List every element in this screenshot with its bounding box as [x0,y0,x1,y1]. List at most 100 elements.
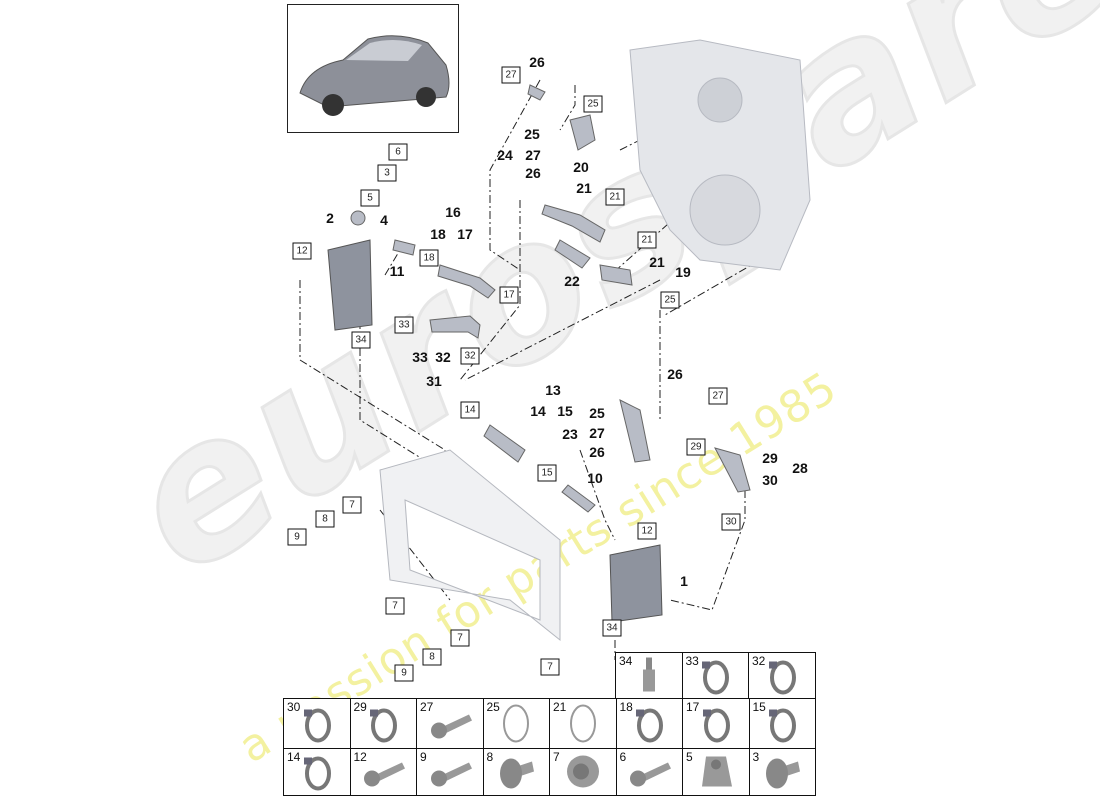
vehicle-thumbnail [287,4,459,133]
callout-number-11: 11 [389,263,405,279]
parts-grid-cell-33[interactable]: 33 [681,652,749,700]
callout-box-8: 8 [315,510,335,528]
callout-number-32: 32 [435,349,451,365]
screw-icon [358,755,408,794]
callout-number-21: 21 [649,254,665,270]
part-number: 6 [619,750,627,764]
callout-box-25: 25 [583,95,603,113]
callout-box-7: 7 [342,496,362,514]
callout-number-27: 27 [525,147,541,163]
callout-box-27: 27 [501,66,521,84]
parts-grid-cell-21[interactable]: 21 [549,698,617,749]
parts-grid-cell-25[interactable]: 25 [482,698,550,749]
parts-grid-cell-12[interactable]: 12 [349,748,417,796]
callout-number-21: 21 [576,180,592,196]
hose-clamp-icon [699,703,733,748]
callout-box-29: 29 [686,438,706,456]
parts-grid-cell-34[interactable]: 34 [615,652,683,699]
callout-box-12: 12 [292,242,312,260]
parts-grid-cell-6[interactable]: 6 [615,748,683,796]
part-number: 3 [752,750,760,764]
screw-icon [425,706,475,745]
nut-icon [563,752,603,797]
callout-number-26: 26 [529,54,545,70]
part-number: 5 [686,750,693,764]
parts-grid-cell-5[interactable]: 5 [682,748,750,796]
callout-number-1: 1 [680,573,688,589]
hose-clamp-icon [765,703,799,748]
callout-box-14: 14 [460,401,480,419]
callout-number-2: 2 [326,210,334,226]
callout-number-18: 18 [430,226,446,242]
parts-grid-cell-15[interactable]: 15 [748,698,816,749]
parts-grid-cell-8[interactable]: 8 [482,748,550,796]
parts-grid-cell-30[interactable]: 30 [283,698,351,749]
parts-grid-cell-9[interactable]: 9 [416,748,484,796]
rivet-icon [760,752,804,797]
callout-number-14: 14 [530,403,546,419]
engine-block [629,39,811,271]
part-number: 29 [353,700,367,714]
callout-box-7: 7 [385,597,405,615]
callout-number-27: 27 [589,425,605,441]
hose-clamp-icon [300,752,334,797]
part-number: 17 [686,700,700,714]
part-number: 9 [420,750,427,764]
callout-box-25: 25 [660,291,680,309]
part-number: 18 [619,700,633,714]
callout-box-8: 8 [422,648,442,666]
callout-number-25: 25 [524,126,540,142]
callout-box-34: 34 [602,619,622,637]
part-number: 30 [287,700,301,714]
callout-number-26: 26 [525,165,541,181]
callout-box-17: 17 [499,286,519,304]
callout-box-9: 9 [287,528,307,546]
callout-number-16: 16 [445,204,461,220]
callout-number-30: 30 [762,472,778,488]
screw-icon [624,755,674,794]
parts-grid-cell-32[interactable]: 32 [748,652,816,699]
callout-number-29: 29 [762,450,778,466]
part-number: 25 [486,700,500,714]
callout-number-10: 10 [587,470,603,486]
callout-number-15: 15 [557,403,573,419]
part-number: 8 [486,750,494,764]
callout-number-4: 4 [380,212,388,228]
part-number: 14 [287,750,301,764]
callout-box-30: 30 [721,513,741,531]
part-number: 27 [420,700,434,714]
callout-number-22: 22 [564,273,580,289]
callout-number-33: 33 [412,349,428,365]
part-number: 34 [619,654,633,668]
part-number: 21 [553,700,567,714]
callout-number-19: 19 [675,264,691,280]
clip-nut-icon [696,751,736,798]
hose-clamp-icon [698,655,732,700]
callout-box-7: 7 [450,629,470,647]
callout-number-26: 26 [589,444,605,460]
parts-grid-cell-14[interactable]: 14 [283,748,351,796]
hose-clamp-icon [300,703,334,748]
callout-number-24: 24 [497,147,513,163]
parts-grid-cell-18[interactable]: 18 [615,698,683,749]
callout-box-18: 18 [419,249,439,267]
parts-grid-cell-3[interactable]: 3 [748,748,816,797]
callout-box-27: 27 [708,387,728,405]
parts-grid-cell-29[interactable]: 29 [349,698,417,749]
hose-clamp-icon [632,703,666,748]
car-icon [299,35,450,116]
callout-number-13: 13 [545,382,561,398]
callout-box-7: 7 [540,658,560,676]
intercooler-left [327,239,373,331]
callout-box-12: 12 [637,522,657,540]
callout-number-17: 17 [457,226,473,242]
hose-clamp-icon [765,655,799,700]
intercooler-right [609,544,663,623]
callout-number-28: 28 [792,460,808,476]
o-ring-icon [566,702,600,749]
parts-grid-cell-27[interactable]: 27 [416,698,484,749]
callout-box-32: 32 [460,347,480,365]
parts-grid-cell-7[interactable]: 7 [549,748,617,796]
parts-grid-cell-17[interactable]: 17 [682,698,750,749]
